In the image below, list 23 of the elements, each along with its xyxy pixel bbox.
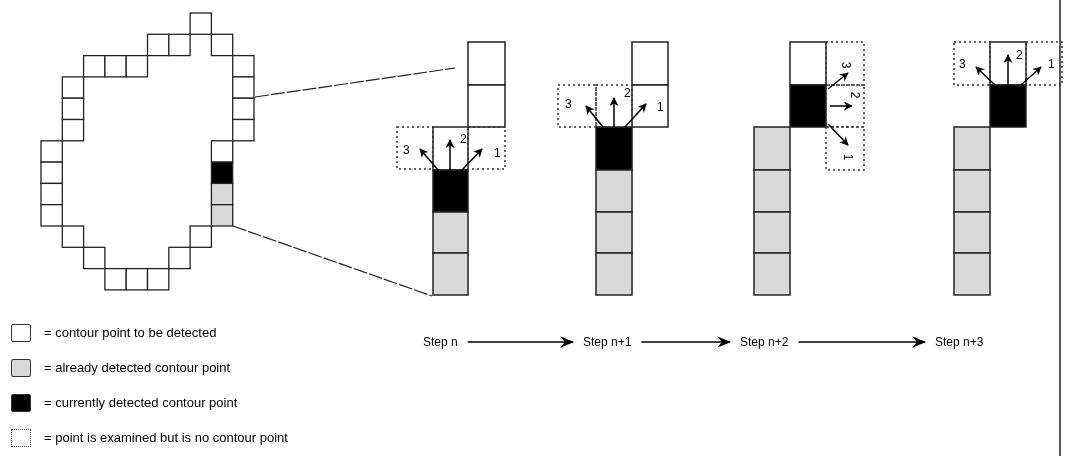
arrow — [640, 336, 732, 348]
direction-number: 1 — [841, 153, 856, 161]
direction-number: 1 — [1048, 57, 1055, 71]
legend-text: = already detected contour point — [44, 359, 231, 378]
step-label: Step n+3 — [935, 335, 984, 349]
step-label: Step n — [423, 335, 458, 349]
legend-text: = point is examined but is no contour point — [44, 429, 288, 448]
direction-number: 1 — [657, 100, 664, 114]
direction-number: 2 — [1016, 48, 1023, 62]
direction-number: 2 — [624, 86, 631, 100]
direction-number: 3 — [959, 57, 966, 71]
arrow — [467, 336, 575, 348]
direction-number: 3 — [565, 97, 572, 111]
legend-text: = currently detected contour point — [44, 394, 238, 413]
direction-number: 3 — [403, 143, 410, 157]
step-label: Step n+2 — [740, 335, 789, 349]
direction-number: 2 — [460, 132, 467, 146]
direction-number: 2 — [848, 91, 863, 99]
legend-text: = contour point to be detected — [44, 324, 217, 343]
step-label: Step n+1 — [583, 335, 632, 349]
arrow — [797, 336, 927, 348]
direction-number: 3 — [839, 61, 854, 69]
direction-number: 1 — [494, 146, 501, 160]
